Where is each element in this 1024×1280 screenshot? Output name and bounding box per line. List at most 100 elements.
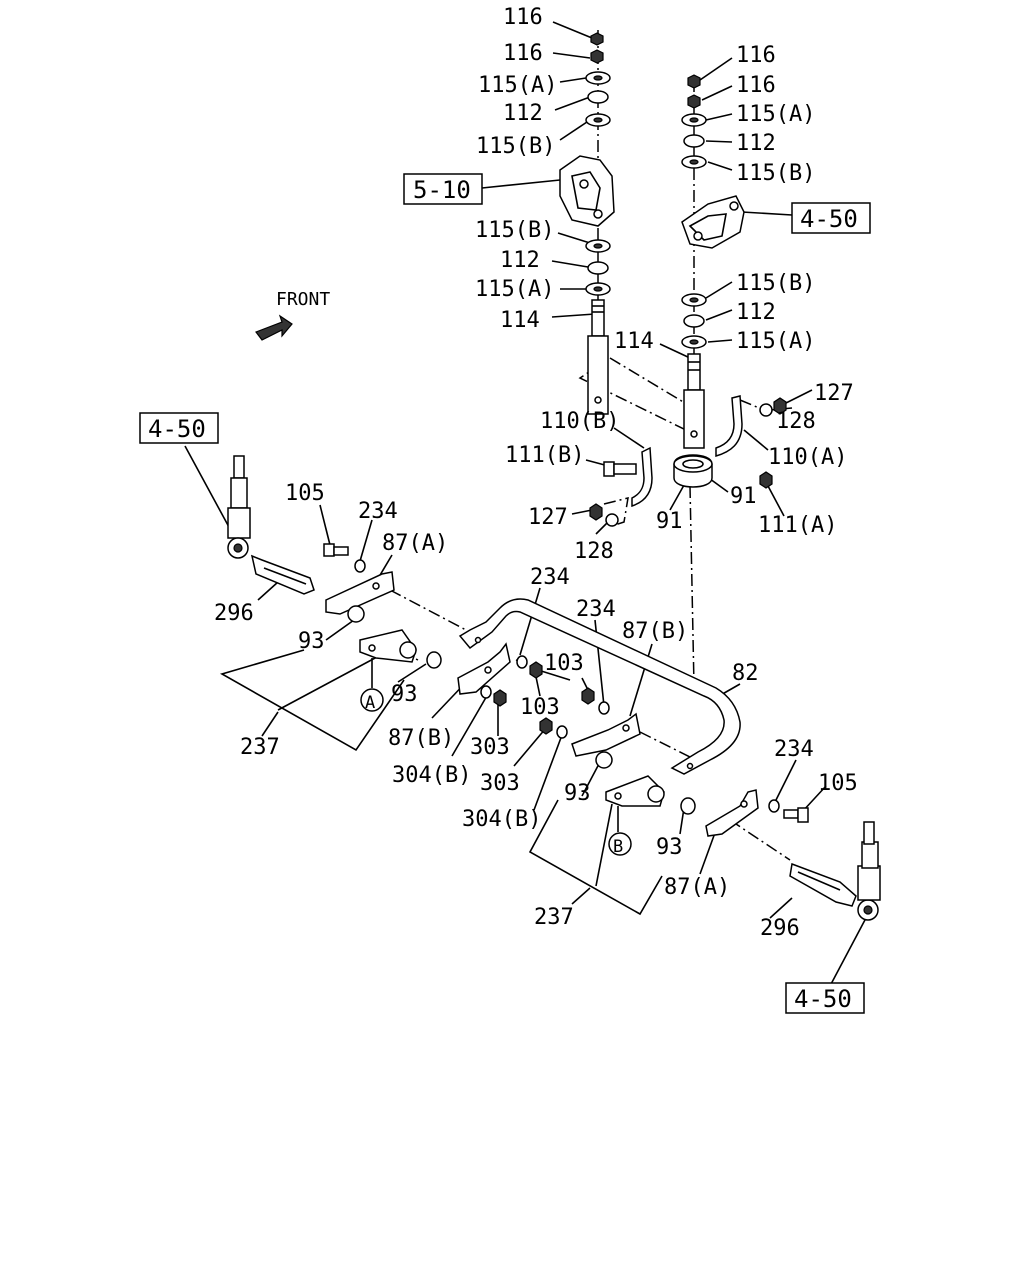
bolt-105-icon [783,809,799,819]
bolt-296-icon [789,862,857,907]
part-label: 87(A) [664,875,730,900]
part-label: 234 [774,737,814,762]
nut-116-icon [687,74,701,89]
part-label: 115(A) [475,277,554,302]
bush-93-icon [347,605,365,623]
ref-box-4-50-lower [785,982,865,1014]
bushing-icon [587,90,609,104]
reference-boxes: 5-10 4-50 4-50 4-50 [139,173,871,1014]
part-label: 237 [240,735,280,760]
right-mount-stack [589,74,787,527]
ref-box-4-50-upper [791,202,871,234]
bracket-87b-icon [571,712,641,757]
part-label: 115(A) [736,329,815,354]
part-label: 116 [503,41,543,66]
part-label: 115(A) [478,73,557,98]
nut-116-icon [590,49,604,64]
part-label: 115(B) [475,218,554,243]
part-label: 112 [736,131,776,156]
part-label: 93 [656,835,683,860]
bolt-111b-icon [603,461,615,477]
left-mount-stack [559,32,615,415]
part-label: 114 [614,329,654,354]
part-label: 303 [470,735,510,760]
bushing-icon [683,134,705,148]
part-labels: 116 116 115(A) 112 115(B) 115(B) 112 115… [214,5,858,941]
end-link-rod-icon [857,865,881,901]
bracket-87a-icon [705,789,759,837]
part-label: 103 [544,651,584,676]
part-label: 110(B) [540,409,619,434]
front-label: FRONT [276,289,330,310]
part-label: 304(B) [392,763,471,788]
end-link-rod-icon [233,455,245,479]
washer-234-icon [598,701,610,715]
front-arrow-icon [255,314,293,341]
part-label: 304(B) [462,807,541,832]
washer-304b-icon [480,685,492,699]
marker-a-circle [360,688,384,712]
part-label: 237 [534,905,574,930]
left-end-link [227,455,511,712]
nut-111a-icon [759,471,773,489]
part-label: 116 [503,5,543,30]
marker-b: B [613,837,623,857]
markers: A B [365,693,623,857]
svg-text:5-10: 5-10 [413,176,471,204]
part-label: 128 [776,409,816,434]
clamp-110a-icon [715,395,743,457]
part-label: 296 [760,916,800,941]
washer-128-icon [605,513,619,527]
bushing-icon [683,314,705,328]
nut-103-icon [581,687,595,705]
part-label: 115(B) [736,161,815,186]
part-label: 93 [564,781,591,806]
part-label: 91 [656,509,683,534]
part-label: 128 [574,539,614,564]
nut-116-icon [687,94,701,109]
part-label: 105 [285,481,325,506]
nut-303-icon [493,689,507,707]
bracket-5-10-icon [559,155,615,227]
marker-b-circle [608,832,632,856]
part-label: 93 [298,629,325,654]
part-label: 112 [736,300,776,325]
ref-box-4-50-left [139,412,219,444]
washer-234-icon [516,655,528,669]
part-label: 127 [814,381,854,406]
link-rod-114-icon [687,353,701,391]
bush-93-icon [680,797,696,815]
part-label: 111(B) [505,443,584,468]
washer-234-icon [768,799,780,813]
part-label: 111(A) [758,513,837,538]
part-label: 115(B) [476,134,555,159]
bush-93-icon [595,751,613,769]
part-label: 116 [736,73,776,98]
part-label: 234 [530,565,570,590]
svg-text:4-50: 4-50 [794,985,852,1013]
part-label: 234 [576,597,616,622]
nut-103-icon [529,661,543,679]
stabilizer-bar [458,598,741,775]
washer-128-icon [759,403,773,417]
part-label: 91 [730,484,757,509]
part-label: 115(A) [736,102,815,127]
part-label: 82 [732,661,759,686]
ref-box-5-10 [403,173,483,205]
bracket-87b-icon [457,642,511,695]
part-label: 110(A) [768,445,847,470]
part-label: 93 [391,682,418,707]
part-label: 127 [528,505,568,530]
nut-303-icon [539,717,553,735]
part-label: 112 [503,101,543,126]
svg-text:4-50: 4-50 [148,415,206,443]
part-label: 114 [500,308,540,333]
nut-127-icon [589,503,603,521]
part-label: 87(B) [388,726,454,751]
nut-127-icon [773,397,787,415]
part-label: 105 [818,771,858,796]
front-indicator: FRONT [255,289,330,341]
washer-234-icon [354,559,366,573]
bushing-icon [587,261,609,275]
